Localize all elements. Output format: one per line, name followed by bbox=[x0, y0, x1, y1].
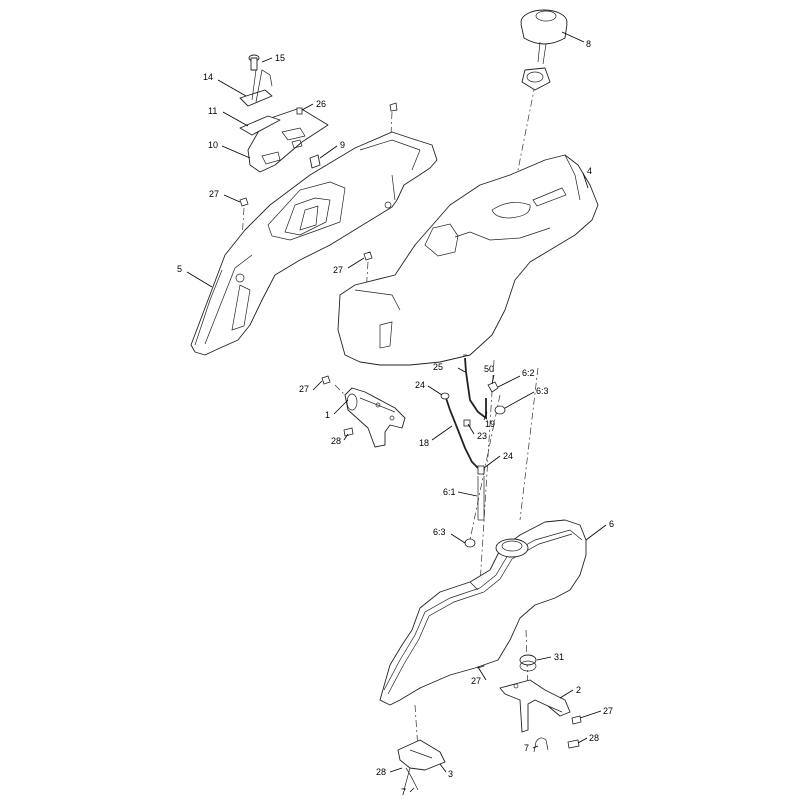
callout-25: 25 bbox=[433, 362, 443, 372]
fasteners bbox=[239, 102, 582, 749]
callout-27e: 27 bbox=[603, 706, 613, 716]
callout-19: 19 bbox=[485, 419, 495, 429]
callout-27a: 27 bbox=[209, 189, 219, 199]
callout-18: 18 bbox=[419, 438, 429, 448]
callout-63b: 6:3 bbox=[433, 527, 446, 537]
bracket-part-3 bbox=[397, 739, 446, 771]
body-panel-part-4 bbox=[337, 154, 599, 366]
callout-11: 11 bbox=[208, 106, 217, 116]
callout-50: 50 bbox=[484, 364, 494, 374]
callout-1: 1 bbox=[325, 410, 330, 420]
callout-15: 15 bbox=[275, 53, 285, 63]
callout-28c: 28 bbox=[376, 767, 386, 777]
callout-7a: 7 bbox=[524, 743, 529, 753]
callout-27b: 27 bbox=[333, 265, 343, 275]
callout-63a: 6:3 bbox=[536, 386, 549, 396]
callout-6: 6 bbox=[609, 519, 614, 529]
callout-10: 10 bbox=[208, 140, 218, 150]
callout-9: 9 bbox=[340, 140, 345, 150]
callout-27c: 27 bbox=[299, 384, 309, 394]
callout-7b: 7 bbox=[401, 787, 406, 797]
callout-27d: 27 bbox=[471, 676, 481, 686]
callout-8: 8 bbox=[586, 39, 591, 49]
callout-3: 3 bbox=[448, 769, 453, 779]
leader-lines bbox=[186, 31, 607, 793]
callout-62: 6:2 bbox=[522, 368, 535, 378]
hose-group bbox=[440, 354, 506, 548]
grommet-part-31 bbox=[519, 654, 537, 672]
callout-24a: 24 bbox=[415, 380, 425, 390]
callout-14: 14 bbox=[203, 72, 213, 82]
fuel-cap-part-8 bbox=[520, 9, 568, 91]
bracket-part-1 bbox=[344, 387, 406, 448]
fender-part-5 bbox=[190, 131, 438, 356]
bracket-part-2 bbox=[499, 679, 571, 733]
callout-28a: 28 bbox=[331, 436, 341, 446]
callout-5: 5 bbox=[177, 264, 182, 274]
callout-labels: 15 14 26 11 10 9 8 4 27 27 5 25 50 6:2 6… bbox=[177, 39, 614, 797]
fuel-tank-part-6 bbox=[379, 519, 587, 706]
callout-4: 4 bbox=[587, 166, 592, 176]
callout-24b: 24 bbox=[503, 451, 513, 461]
callout-23: 23 bbox=[477, 431, 487, 441]
callout-31: 31 bbox=[554, 652, 564, 662]
callout-28b: 28 bbox=[589, 733, 599, 743]
callout-61: 6:1 bbox=[443, 487, 456, 497]
callout-26: 26 bbox=[316, 99, 326, 109]
callout-2: 2 bbox=[576, 685, 581, 695]
lever-bracket-group bbox=[239, 54, 329, 173]
